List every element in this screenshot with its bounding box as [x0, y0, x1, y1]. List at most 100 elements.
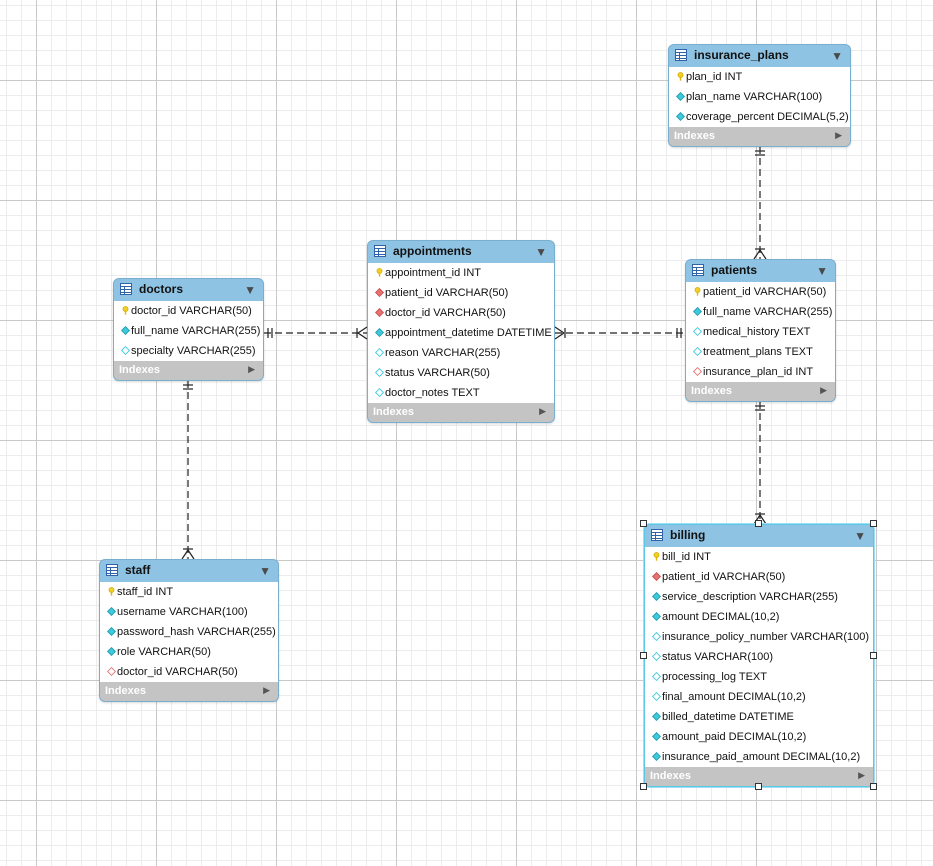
table-icon — [675, 49, 687, 61]
column-row[interactable]: appointment_datetime DATETIME — [368, 323, 554, 343]
column-row[interactable]: staff_id INT — [100, 582, 278, 602]
column-list: patient_id VARCHAR(50)full_name VARCHAR(… — [686, 282, 835, 382]
column-row[interactable]: specialty VARCHAR(255) — [114, 341, 263, 361]
column-row[interactable]: patient_id VARCHAR(50) — [645, 567, 873, 587]
column-definition: plan_name VARCHAR(100) — [686, 91, 823, 103]
column-row[interactable]: patient_id VARCHAR(50) — [368, 283, 554, 303]
column-row[interactable]: full_name VARCHAR(255) — [114, 321, 263, 341]
table-name: insurance_plans — [694, 48, 789, 62]
resize-handle[interactable] — [755, 783, 762, 790]
not-null-column-icon — [121, 326, 130, 335]
indexes-label: Indexes — [650, 770, 691, 782]
collapse-triangle-icon[interactable]: ▼ — [259, 564, 271, 578]
column-row[interactable]: billed_datetime DATETIME — [645, 707, 873, 727]
indexes-section[interactable]: Indexes ▶ — [686, 382, 835, 401]
column-row[interactable]: amount DECIMAL(10,2) — [645, 607, 873, 627]
relationship-insurance-plans-patients[interactable] — [753, 147, 767, 260]
table-header[interactable]: appointments▼ — [368, 241, 554, 263]
column-definition: amount DECIMAL(10,2) — [662, 611, 780, 623]
column-row[interactable]: insurance_policy_number VARCHAR(100) — [645, 627, 873, 647]
relationship-patients-billing[interactable] — [753, 402, 767, 525]
table-patients[interactable]: patients▼patient_id VARCHAR(50)full_name… — [685, 259, 836, 402]
expand-indexes-icon[interactable]: ▶ — [263, 685, 270, 695]
table-name: doctors — [139, 282, 184, 296]
resize-handle[interactable] — [755, 520, 762, 527]
resize-handle[interactable] — [640, 651, 647, 659]
column-definition: doctor_notes TEXT — [385, 387, 480, 399]
column-row[interactable]: full_name VARCHAR(255) — [686, 302, 835, 322]
column-row[interactable]: doctor_notes TEXT — [368, 383, 554, 403]
column-row[interactable]: insurance_paid_amount DECIMAL(10,2) — [645, 747, 873, 767]
column-row[interactable]: appointment_id INT — [368, 263, 554, 283]
indexes-section[interactable]: Indexes ▶ — [114, 361, 263, 380]
expand-indexes-icon[interactable]: ▶ — [858, 770, 865, 780]
table-header[interactable]: staff▼ — [100, 560, 278, 582]
expand-indexes-icon[interactable]: ▶ — [835, 130, 842, 140]
table-doctors[interactable]: doctors ▼ doctor_id VARCHAR(50)full_name V… — [113, 278, 264, 381]
table-header[interactable]: doctors ▼ — [114, 279, 263, 301]
collapse-triangle-icon[interactable]: ▼ — [816, 264, 828, 278]
column-row[interactable]: service_description VARCHAR(255) — [645, 587, 873, 607]
column-row[interactable]: processing_log TEXT — [645, 667, 873, 687]
column-row[interactable]: doctor_id VARCHAR(50) — [368, 303, 554, 323]
nullable-column-icon — [121, 346, 130, 355]
relationship-patients-appointments[interactable] — [554, 326, 685, 340]
not-null-column-icon — [107, 627, 116, 636]
column-row[interactable]: username VARCHAR(100) — [100, 602, 278, 622]
indexes-label: Indexes — [119, 364, 160, 376]
column-row[interactable]: doctor_id VARCHAR(50) — [100, 662, 278, 682]
resize-handle[interactable] — [870, 520, 877, 527]
relationship-doctors-staff[interactable] — [181, 381, 195, 560]
column-row[interactable]: final_amount DECIMAL(10,2) — [645, 687, 873, 707]
column-row[interactable]: bill_id INT — [645, 547, 873, 567]
column-row[interactable]: password_hash VARCHAR(255) — [100, 622, 278, 642]
indexes-section[interactable]: Indexes▶ — [669, 127, 850, 146]
expand-indexes-icon[interactable]: ▶ — [539, 406, 546, 416]
table-header[interactable]: billing▼ — [645, 525, 873, 547]
column-row[interactable]: reason VARCHAR(255) — [368, 343, 554, 363]
indexes-section[interactable]: Indexes▶ — [368, 403, 554, 422]
indexes-section[interactable]: Indexes ▶ — [100, 682, 278, 701]
table-icon — [651, 529, 663, 541]
indexes-label: Indexes — [691, 385, 732, 397]
relationship-doctors-appointments[interactable] — [264, 326, 368, 340]
column-row[interactable]: patient_id VARCHAR(50) — [686, 282, 835, 302]
indexes-label: Indexes — [105, 685, 146, 697]
column-row[interactable]: coverage_percent DECIMAL(5,2) — [669, 107, 850, 127]
resize-handle[interactable] — [640, 783, 647, 790]
collapse-triangle-icon[interactable]: ▼ — [854, 529, 866, 543]
column-row[interactable]: status VARCHAR(100) — [645, 647, 873, 667]
column-row[interactable]: insurance_plan_id INT — [686, 362, 835, 382]
expand-indexes-icon[interactable]: ▶ — [248, 364, 255, 374]
not-null-column-icon — [676, 92, 685, 101]
resize-handle[interactable] — [640, 520, 647, 527]
column-row[interactable]: plan_name VARCHAR(100) — [669, 87, 850, 107]
column-definition: amount_paid DECIMAL(10,2) — [662, 731, 807, 743]
column-definition: doctor_id VARCHAR(50) — [385, 307, 506, 319]
table-header[interactable]: insurance_plans ▼ — [669, 45, 850, 67]
column-definition: appointment_datetime DATETIME — [385, 327, 552, 339]
table-insurance-plans[interactable]: insurance_plans ▼ plan_id INT plan_name VAR… — [668, 44, 851, 147]
resize-handle[interactable] — [870, 651, 877, 659]
resize-handle[interactable] — [870, 783, 877, 790]
column-row[interactable]: doctor_id VARCHAR(50) — [114, 301, 263, 321]
column-row[interactable]: amount_paid DECIMAL(10,2) — [645, 727, 873, 747]
collapse-triangle-icon[interactable]: ▼ — [831, 49, 843, 63]
nullable-column-icon — [375, 388, 384, 397]
column-definition: doctor_id VARCHAR(50) — [117, 666, 238, 678]
collapse-triangle-icon[interactable]: ▼ — [244, 283, 256, 297]
column-row[interactable]: role VARCHAR(50) — [100, 642, 278, 662]
column-row[interactable]: plan_id INT — [669, 67, 850, 87]
expand-indexes-icon[interactable]: ▶ — [820, 385, 827, 395]
table-header[interactable]: patients▼ — [686, 260, 835, 282]
column-row[interactable]: treatment_plans TEXT — [686, 342, 835, 362]
collapse-triangle-icon[interactable]: ▼ — [535, 245, 547, 259]
table-icon — [120, 283, 132, 295]
column-row[interactable]: status VARCHAR(50) — [368, 363, 554, 383]
column-row[interactable]: medical_history TEXT — [686, 322, 835, 342]
indexes-section[interactable]: Indexes ▶ — [645, 767, 873, 786]
